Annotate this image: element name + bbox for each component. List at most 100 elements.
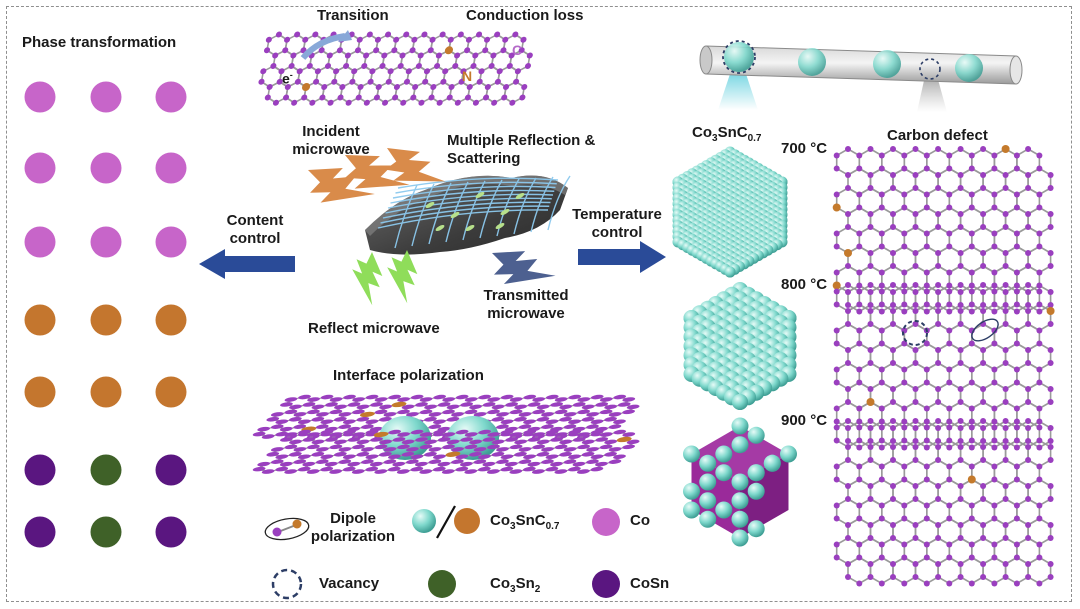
carbon-atom [901, 477, 907, 483]
dopant-atom [968, 476, 976, 484]
carbon-atom [958, 483, 964, 489]
carbon-atom [969, 283, 975, 289]
carbon-atom [1003, 360, 1009, 366]
carbon-atom [958, 289, 964, 295]
carbon-atom [1036, 283, 1042, 289]
carbon-atom [924, 516, 930, 522]
carbon-atom [1003, 282, 1009, 288]
carbon-atom [946, 445, 952, 451]
carbon-atom [256, 462, 272, 467]
carbon-atom [1025, 438, 1031, 444]
phase-dot-co3sn2 [91, 517, 122, 548]
carbon-atom [1025, 535, 1031, 541]
carbon-atom [946, 477, 952, 483]
carbon-atom [1025, 496, 1031, 502]
carbon-atom [879, 445, 885, 451]
carbon-atom [991, 302, 997, 308]
carbon-atom [868, 496, 874, 502]
carbon-atom [980, 146, 986, 152]
carbon-atom [856, 477, 862, 483]
carbon-atom [890, 457, 896, 463]
carbon-atom [890, 308, 896, 314]
carbon-atom [890, 522, 896, 528]
incident-microwave-label: Incidentmicrowave [279, 123, 383, 159]
carbon-atom [1014, 406, 1020, 412]
co3snc-sphere [748, 464, 765, 481]
carbon-atom [1014, 380, 1020, 386]
carbon-atom [1003, 496, 1009, 502]
carbon-atom [868, 302, 874, 308]
carbon-atom [856, 289, 862, 295]
interface-polarization-bilayer [249, 395, 651, 474]
carbon-atom [969, 192, 975, 198]
carbon-atom [868, 347, 874, 353]
carbon-atom [834, 244, 840, 250]
carbon-atom [969, 367, 975, 373]
carbon-atom [924, 555, 930, 561]
cube-900 [683, 418, 797, 547]
carbon-atom [879, 341, 885, 347]
carbon-atom [1003, 386, 1009, 392]
carbon-atom [935, 250, 941, 256]
carbon-atom [913, 535, 919, 541]
carbon-atom [856, 503, 862, 509]
carbon-atom [969, 555, 975, 561]
carbon-atom [1025, 263, 1031, 269]
carbon-atom [890, 438, 896, 444]
carbon-atom [991, 309, 997, 315]
co3snc-sphere [748, 483, 765, 500]
phase-grid [25, 82, 187, 548]
carbon-atom [946, 328, 952, 334]
carbon-atom [868, 522, 874, 528]
carbon-atom [856, 542, 862, 548]
carbon-atom [946, 464, 952, 470]
co3snc-sphere [732, 492, 749, 509]
carbon-atom [946, 555, 952, 561]
carbon-atom [901, 406, 907, 412]
carbon-atom [845, 457, 851, 463]
legend-co-label: Co [630, 512, 650, 530]
electron-transition-arrow [303, 36, 345, 58]
temp-700-label: 700 °C [781, 140, 827, 158]
carbon-atom [856, 438, 862, 444]
dipole-marker [968, 315, 1002, 345]
carbon-atom [913, 289, 919, 295]
carbon-atom [946, 309, 952, 315]
dopant-atom [867, 398, 875, 406]
carbon-atom [946, 419, 952, 425]
carbon-atom [834, 438, 840, 444]
carbon-atom [958, 561, 964, 567]
carbon-atom [1003, 347, 1009, 353]
carbon-atom [834, 270, 840, 276]
carbon-atom [868, 535, 874, 541]
graphene-conduction-strip [254, 32, 537, 106]
carbon-atom [1014, 302, 1020, 308]
carbon-atom [1048, 289, 1054, 295]
carbon-atom [969, 289, 975, 295]
carbon-atom [901, 503, 907, 509]
carbon-atom [856, 166, 862, 172]
carbon-atom [1036, 309, 1042, 315]
carbon-atom [969, 438, 975, 444]
carbon-atom [856, 309, 862, 315]
carbon-atom [958, 399, 964, 405]
carbon-atom [1025, 574, 1031, 580]
carbon-atom [935, 308, 941, 314]
carbon-atom [980, 185, 986, 191]
carbon-atom [901, 367, 907, 373]
carbon-atom [913, 185, 919, 191]
carbon-atom [845, 146, 851, 152]
carbon-atom [946, 244, 952, 250]
carbon-atom [1025, 347, 1031, 353]
co3snc-sphere [683, 502, 700, 519]
carbon-atom [890, 561, 896, 567]
carbon-atom [868, 172, 874, 178]
carbon-atom [890, 302, 896, 308]
carbon-atom [991, 542, 997, 548]
co3snc-sphere [715, 502, 732, 519]
carbon-atom [856, 380, 862, 386]
carbon-atom [890, 425, 896, 431]
carbon-atom [1025, 399, 1031, 405]
legend-dipole-label: Dipolepolarization [308, 510, 398, 546]
carbon-atom [991, 166, 997, 172]
